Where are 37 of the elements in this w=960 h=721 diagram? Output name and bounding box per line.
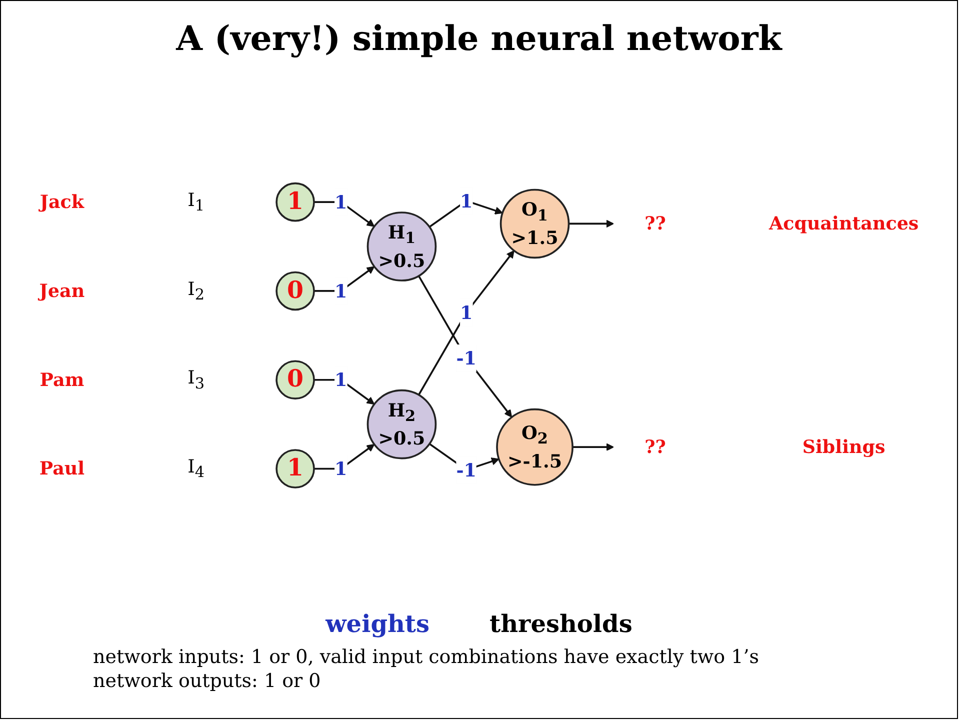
label: Paul bbox=[39, 456, 85, 479]
edge-label: -1 bbox=[456, 346, 476, 369]
arrow bbox=[418, 250, 514, 395]
arrow bbox=[568, 219, 614, 228]
edge-label: 1 bbox=[334, 457, 348, 480]
weights-label: weights bbox=[326, 609, 430, 638]
thresholds-label: thresholds bbox=[490, 609, 632, 638]
edge-label: -1 bbox=[456, 458, 476, 480]
label: Acquaintances bbox=[768, 212, 919, 234]
arrow bbox=[418, 275, 512, 418]
label: I$_{4}$ bbox=[188, 454, 205, 480]
edge-label: 1 bbox=[334, 280, 348, 302]
label: I$_{1}$ bbox=[188, 188, 205, 214]
node-circle: H$_{1}$ >0.5 bbox=[366, 211, 437, 281]
node-circle: O$_{2}$ >-1.5 bbox=[496, 408, 574, 486]
label: Jack bbox=[40, 190, 84, 212]
arrow bbox=[572, 442, 614, 451]
node-text: ?? bbox=[644, 212, 666, 234]
note-text: network inputs: 1 or 0, valid input combinations have exactly two 1’s bbox=[93, 646, 759, 668]
node-circle: 0 bbox=[276, 270, 315, 310]
diagram-title: A (very!) simple neural network bbox=[176, 19, 782, 59]
node-circle: 0 bbox=[276, 360, 315, 400]
label: Jean bbox=[39, 279, 85, 302]
label: Siblings bbox=[802, 435, 886, 458]
node-circle: O$_{1}$ >1.5 bbox=[500, 188, 570, 258]
label: I$_{2}$ bbox=[188, 277, 205, 303]
label: I$_{3}$ bbox=[188, 366, 205, 392]
edge-label: 1 bbox=[334, 190, 348, 213]
note-text: network outputs: 1 or 0 bbox=[93, 670, 322, 692]
node-text: ?? bbox=[644, 435, 666, 458]
edge-label: 1 bbox=[460, 301, 473, 324]
node-circle: 1 bbox=[276, 182, 315, 222]
label: Pam bbox=[40, 368, 84, 390]
edge-label: 1 bbox=[460, 190, 473, 212]
node-circle: H$_{2}$ >0.5 bbox=[366, 389, 437, 459]
node-circle: 1 bbox=[276, 448, 315, 488]
edge-label: 1 bbox=[334, 368, 348, 390]
